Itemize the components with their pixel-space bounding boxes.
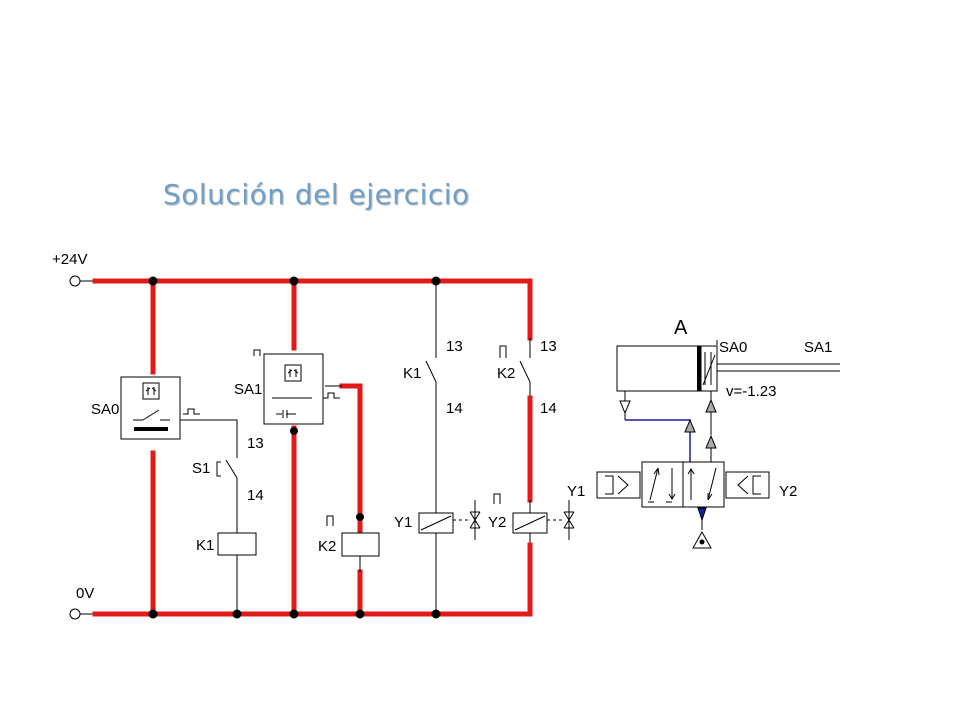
switch-s1-label: S1 bbox=[192, 460, 210, 477]
contact-k2 bbox=[519, 360, 531, 383]
cyl-sensor-sa1: SA1 bbox=[804, 339, 832, 356]
label-ground: 0V bbox=[76, 585, 94, 602]
sensor-sa0-label: SA0 bbox=[91, 401, 119, 418]
contact-k1 bbox=[425, 360, 437, 383]
cylinder-label: A bbox=[674, 317, 688, 339]
column-k2-coil: K2 bbox=[318, 515, 380, 615]
contact-k2-terminal-13: 13 bbox=[540, 338, 557, 355]
cylinder-a bbox=[616, 345, 718, 392]
relay-coil-k1 bbox=[217, 532, 257, 556]
solenoid-y1-label: Y1 bbox=[394, 514, 412, 531]
directional-valve bbox=[641, 461, 684, 508]
switch-s1-terminal-13: 13 bbox=[247, 435, 264, 452]
contact-k1-terminal-13: 13 bbox=[446, 338, 463, 355]
relay-coil-k1-label: K1 bbox=[196, 537, 214, 554]
column-y2: K2 13 14 Y2 bbox=[488, 278, 575, 615]
column-y1: K1 13 14 Y1 bbox=[394, 281, 481, 612]
contact-k2-terminal-14: 14 bbox=[540, 400, 557, 417]
contact-k1-label: K1 bbox=[403, 365, 421, 382]
column-sa0: SA0 bbox=[91, 278, 200, 615]
junction-dots bbox=[148, 276, 441, 619]
supply-terminal-ground bbox=[69, 608, 81, 620]
column-k1-coil: S1 13 14 K1 bbox=[180, 419, 264, 612]
valve-label-y2: Y2 bbox=[779, 483, 797, 500]
power-rails: +24V 0V bbox=[52, 251, 533, 620]
switch-s1-terminal-14: 14 bbox=[247, 487, 264, 504]
pneumatic-circuit: A SA0 SA1 v=-1.23 Y1 Y2 bbox=[567, 317, 840, 549]
relay-coil-k2-label: K2 bbox=[318, 538, 336, 555]
contact-k1-terminal-14: 14 bbox=[446, 400, 463, 417]
valve-label-y1: Y1 bbox=[567, 483, 585, 500]
page-title: Solución del ejercicio bbox=[163, 178, 470, 211]
switch-s1 bbox=[225, 459, 238, 479]
sensor-sa1 bbox=[263, 353, 324, 425]
relay-coil-k2 bbox=[341, 532, 380, 557]
velocity-readout: v=-1.23 bbox=[726, 383, 776, 400]
column-sa1: SA1 bbox=[234, 278, 363, 615]
supply-terminal-positive bbox=[69, 275, 81, 287]
cyl-sensor-sa0: SA0 bbox=[719, 339, 747, 356]
contact-k2-label: K2 bbox=[497, 365, 515, 382]
sensor-sa1-label: SA1 bbox=[234, 381, 262, 398]
solenoid-y2-label: Y2 bbox=[488, 514, 506, 531]
label-positive: +24V bbox=[52, 251, 87, 268]
